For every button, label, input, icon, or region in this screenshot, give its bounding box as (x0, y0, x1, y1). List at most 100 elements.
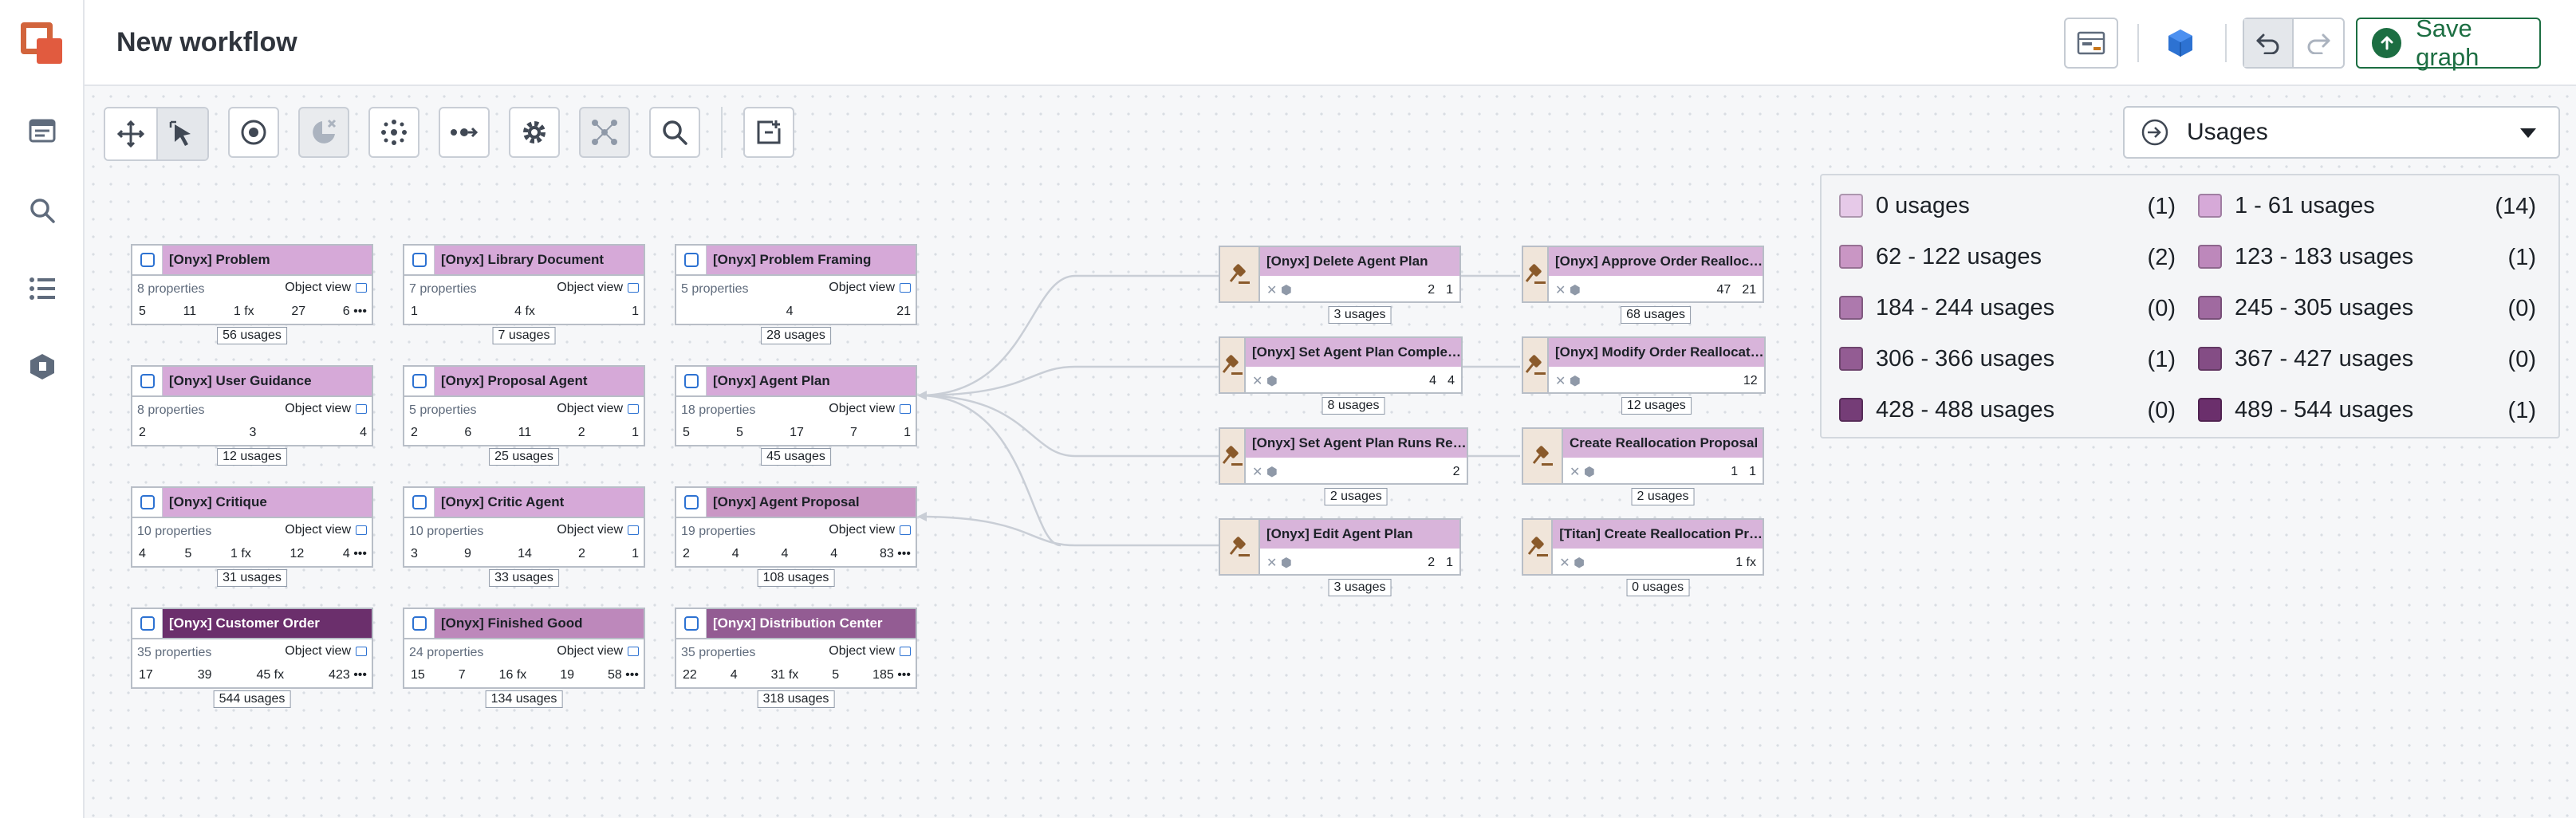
legend-item[interactable]: 0 usages(1) (1839, 190, 2176, 222)
object-view-link[interactable]: Object view (557, 402, 639, 416)
object-view-link[interactable]: Object view (285, 523, 367, 537)
legend-item[interactable]: 62 - 122 usages(2) (1839, 241, 2176, 273)
legend-item[interactable]: 367 - 427 usages(0) (2198, 343, 2536, 375)
object-view-link[interactable]: Object view (285, 644, 367, 659)
object-view-link[interactable]: Object view (285, 402, 367, 416)
layout-icon[interactable] (368, 107, 419, 158)
usage-badge: 318 usages (757, 690, 835, 708)
legend-item[interactable]: 245 - 305 usages(0) (2198, 292, 2536, 324)
focus-icon[interactable] (228, 107, 279, 158)
usage-badge: 33 usages (489, 569, 559, 587)
node-header: [Onyx] Problem (131, 244, 373, 274)
remove-layer-icon[interactable] (298, 107, 349, 158)
node-header: [Onyx] Customer Order (131, 608, 373, 638)
legend-count: (2) (2147, 245, 2176, 270)
node-title: [Onyx] Problem (169, 252, 270, 267)
legend-swatch (1839, 398, 1863, 422)
legend-swatch (2198, 296, 2222, 320)
upload-icon (2372, 28, 2402, 58)
object-view-icon (628, 647, 639, 656)
app-logo[interactable] (21, 22, 64, 65)
select-tool-icon[interactable] (156, 108, 207, 159)
snowflake-icon (676, 609, 707, 638)
object-view-link[interactable]: Object view (829, 644, 911, 659)
add-object-icon[interactable] (743, 107, 794, 158)
settings-gear-icon[interactable] (509, 107, 560, 158)
action-title: [Onyx] Delete Agent Plan (1260, 247, 1459, 276)
legend-item[interactable]: 123 - 183 usages(1) (2198, 241, 2536, 273)
action-stats: ✕ ⬢12 (1555, 373, 1758, 389)
group-nodes-icon[interactable] (579, 107, 630, 158)
object-view-link[interactable]: Object view (829, 523, 911, 537)
usage-badge: 28 usages (761, 327, 831, 344)
link-nodes-icon[interactable] (439, 107, 490, 158)
color-by-select[interactable]: Usages (2123, 106, 2560, 159)
node-header: [Onyx] Distribution Center (675, 608, 917, 638)
legend-item[interactable]: 489 - 544 usages(1) (2198, 394, 2536, 426)
object-view-link[interactable]: Object view (285, 281, 367, 295)
list-icon[interactable] (26, 273, 58, 305)
object-view-icon (356, 404, 367, 414)
object-view-label: Object view (557, 281, 623, 294)
legend-count: (1) (2147, 194, 2176, 219)
object-view-link[interactable]: Object view (557, 523, 639, 537)
object-view-link[interactable]: Object view (557, 644, 639, 659)
save-graph-button[interactable]: Save graph (2356, 14, 2541, 71)
search-graph-icon[interactable] (649, 107, 700, 158)
object-view-icon (628, 283, 639, 293)
undo-icon[interactable] (2244, 19, 2294, 67)
object-view-link[interactable]: Object view (829, 402, 911, 416)
panel-toggle-button[interactable] (2064, 18, 2118, 69)
legend-item[interactable]: 428 - 488 usages(0) (1839, 394, 2176, 426)
object-view-label: Object view (557, 402, 623, 415)
property-count: 5 properties (681, 282, 749, 296)
stat-value: 19 (560, 668, 574, 682)
object-view-label: Object view (829, 644, 895, 658)
search-icon[interactable] (26, 195, 58, 226)
object-view-link[interactable]: Object view (557, 281, 639, 295)
color-by-label: Usages (2187, 119, 2268, 145)
redo-icon[interactable] (2294, 19, 2343, 67)
legend-swatch (2198, 347, 2222, 371)
object-type-node[interactable]: [Onyx] Problem Framing 5 properties Object… (675, 244, 917, 344)
object-view-label: Object view (285, 402, 351, 415)
ontology-icon[interactable] (26, 351, 58, 383)
legend-item[interactable]: 306 - 366 usages(1) (1839, 343, 2176, 375)
object-view-label: Object view (829, 523, 895, 537)
ontology-button[interactable] (2153, 18, 2208, 69)
pan-tool-icon[interactable] (105, 108, 156, 159)
object-view-link[interactable]: Object view (829, 281, 911, 295)
object-view-icon (356, 525, 367, 535)
workspace-icon[interactable] (26, 115, 58, 147)
legend-item[interactable]: 184 - 244 usages(0) (1839, 292, 2176, 324)
legend-item[interactable]: 1 - 61 usages(14) (2198, 190, 2536, 222)
node-title: [Onyx] Problem Framing (713, 252, 872, 267)
node-header: [Onyx] Critique (131, 486, 373, 517)
